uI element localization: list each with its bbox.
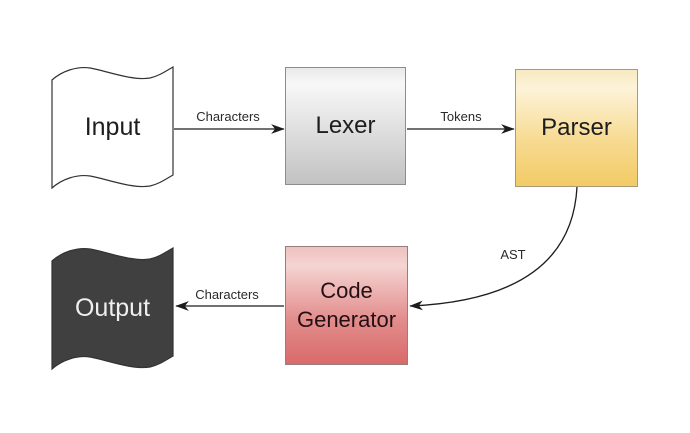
input-document-shape xyxy=(51,66,174,189)
input-node: Input xyxy=(51,66,174,189)
input-label: Input xyxy=(84,113,141,142)
lexer-node: Lexer xyxy=(285,67,406,185)
parser-node: Parser xyxy=(515,69,638,187)
edge-label-characters-codegen-output: Characters xyxy=(195,287,259,302)
code-generator-node: Code Generator xyxy=(285,246,408,365)
edge-label-characters-input-lexer: Characters xyxy=(196,109,260,124)
arrow-parser-to-code-generator xyxy=(409,186,578,311)
lexer-label: Lexer xyxy=(315,112,376,140)
code-generator-label: Code Generator xyxy=(296,277,397,332)
output-label: Output xyxy=(74,294,151,323)
output-document-shape xyxy=(51,247,174,370)
parser-label: Parser xyxy=(541,114,612,142)
edge-label-ast: AST xyxy=(500,247,526,262)
output-node: Output xyxy=(51,247,174,370)
edge-label-tokens: Tokens xyxy=(440,109,482,124)
